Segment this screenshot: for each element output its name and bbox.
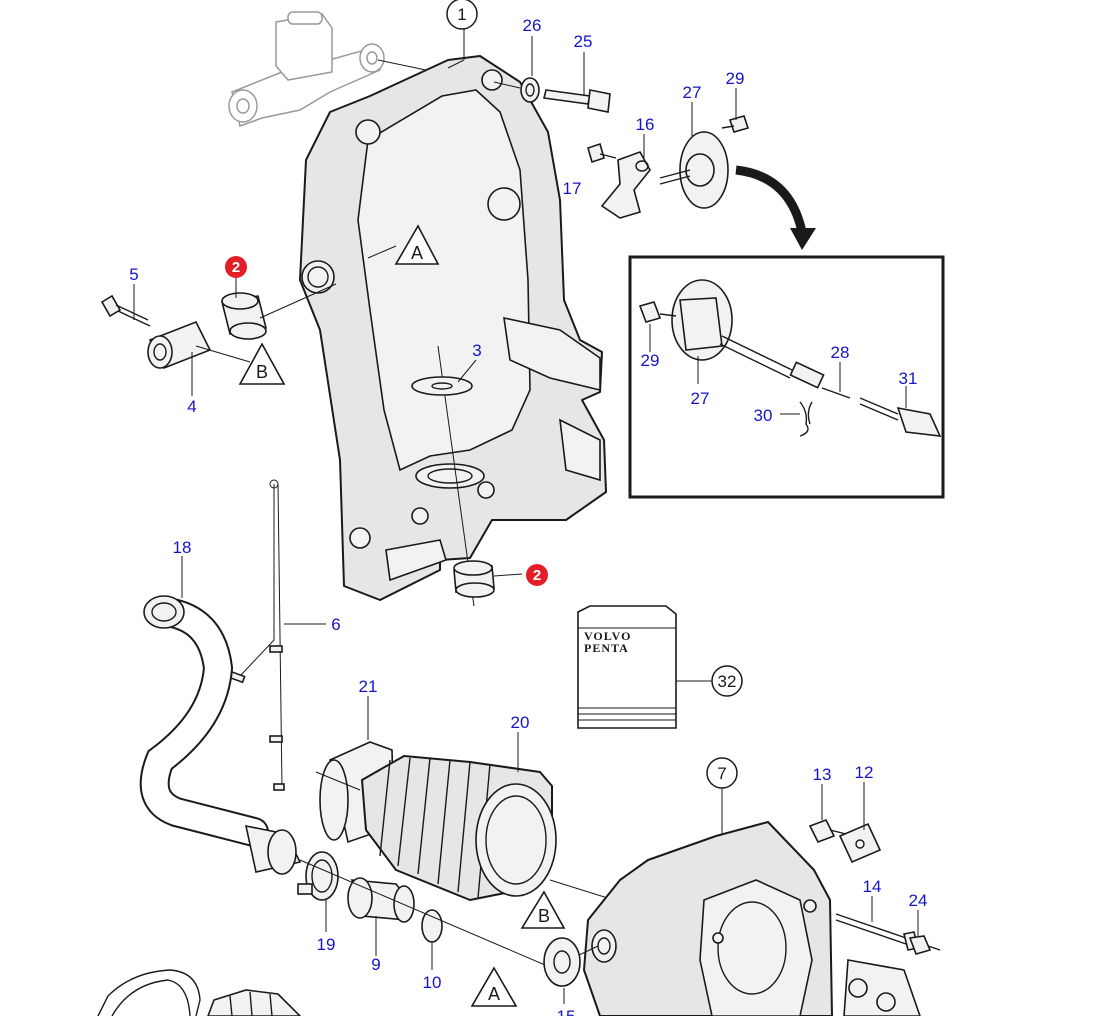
callout-30: 30 (754, 406, 773, 425)
washer-15 (543, 937, 581, 987)
callout-27-top: 27 (683, 83, 702, 102)
bolt-5 (100, 294, 151, 327)
callout-9: 9 (371, 955, 380, 974)
sensor-detail-box (628, 255, 945, 499)
screw-13 (808, 818, 847, 844)
plate-partial (843, 959, 921, 1016)
callout-3: 3 (472, 341, 481, 360)
callout-27-box: 27 (691, 389, 710, 408)
washer (411, 376, 473, 396)
callout-17: 17 (563, 179, 582, 198)
manual-booklet: VOLVO PENTA (577, 605, 677, 729)
mounting-bracket-ghost (228, 11, 385, 127)
callout-32: 32 (711, 665, 743, 697)
ref-mark-a-upper: A (394, 224, 440, 265)
detail-arrow (735, 165, 816, 250)
callout-1: 1 (446, 0, 478, 30)
callout-7: 7 (706, 757, 738, 789)
leader-lines (133, 28, 919, 1004)
hose-partial (207, 989, 302, 1016)
callout-18: 18 (173, 538, 192, 557)
trim-lever (600, 151, 651, 219)
callout-5: 5 (129, 265, 138, 284)
ref-mark-a-lower-text: A (488, 984, 500, 1004)
ground-wire (228, 479, 285, 791)
callout-4: 4 (187, 397, 196, 416)
callout-19: 19 (317, 935, 336, 954)
callout-2-lower-text: 2 (533, 567, 541, 584)
callout-31: 31 (899, 369, 918, 388)
callout-16: 16 (636, 115, 655, 134)
ref-mark-b-upper: B (238, 342, 286, 385)
exhaust-hose (139, 595, 302, 875)
callout-29-top: 29 (726, 69, 745, 88)
callout-14: 14 (863, 877, 882, 896)
ref-mark-a-upper-text: A (411, 243, 423, 263)
callout-6: 6 (331, 615, 340, 634)
callout-26: 26 (523, 16, 542, 35)
exhaust-bellows (361, 755, 557, 901)
bolt-25 (543, 89, 611, 113)
hose-clamp (297, 851, 339, 901)
ref-mark-b-upper-text: B (256, 362, 268, 382)
gasket-partial (97, 969, 201, 1016)
callout-7-text: 7 (717, 764, 726, 783)
transom-frame (299, 55, 607, 601)
callout-20: 20 (511, 713, 530, 732)
bushing-upper (221, 292, 267, 340)
o-ring (421, 909, 443, 943)
callout-29-box: 29 (641, 351, 660, 370)
callout-32-text: 32 (718, 672, 737, 691)
nut-24 (908, 935, 941, 955)
gimbal-housing (583, 821, 833, 1016)
callout-2-upper: 2 (225, 256, 247, 278)
callout-13: 13 (813, 765, 832, 784)
ref-mark-a-lower: A (470, 966, 518, 1007)
callout-21: 21 (359, 677, 378, 696)
screw-29-top (721, 115, 750, 133)
callout-12: 12 (855, 763, 874, 782)
manual-brand-line2: PENTA (584, 641, 629, 655)
callout-15: 15 (557, 1007, 576, 1016)
bracket-12 (838, 822, 882, 864)
callout-2-lower: 2 (526, 564, 548, 586)
manual-brand-line1: VOLVO (584, 629, 631, 643)
callout-24: 24 (909, 891, 928, 910)
ref-mark-b-lower: B (520, 890, 566, 929)
callout-28: 28 (831, 343, 850, 362)
callout-25: 25 (574, 32, 593, 51)
screw-17 (587, 142, 617, 164)
washer-26 (520, 77, 540, 103)
bushing-lower (453, 560, 495, 598)
ref-mark-b-lower-text: B (538, 906, 550, 926)
callout-10: 10 (423, 973, 442, 992)
sensor-plate (659, 131, 729, 209)
sleeve (147, 320, 212, 370)
callout-2-upper-text: 2 (232, 259, 240, 276)
callout-1-text: 1 (457, 5, 466, 24)
stud-14 (835, 913, 919, 951)
